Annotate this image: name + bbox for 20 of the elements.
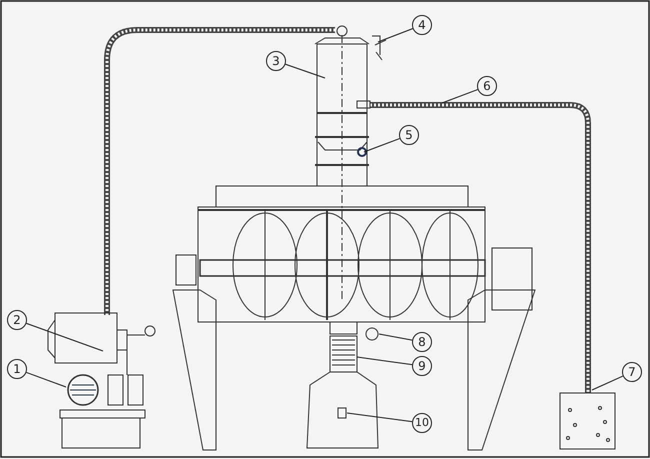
callout-number: 4	[412, 15, 432, 35]
callout-number: 8	[412, 332, 432, 352]
leader-line	[364, 138, 400, 152]
leader-line	[442, 89, 478, 104]
leader-line	[356, 356, 413, 366]
leader-line	[592, 376, 624, 390]
callout-number: 2	[7, 310, 27, 330]
callout-number: 7	[622, 362, 642, 382]
leader-line	[378, 28, 414, 42]
callout-number: 3	[266, 51, 286, 71]
callout-number: 1	[7, 359, 27, 379]
callout-number: 9	[412, 356, 432, 376]
leader-line	[284, 64, 326, 78]
leader-line	[26, 372, 66, 388]
leader-line	[26, 322, 104, 352]
callout-number: 5	[399, 125, 419, 145]
leader-line	[346, 412, 413, 422]
leader-line	[378, 334, 413, 341]
callout-number: 6	[477, 76, 497, 96]
callout-number: 10	[412, 413, 432, 433]
